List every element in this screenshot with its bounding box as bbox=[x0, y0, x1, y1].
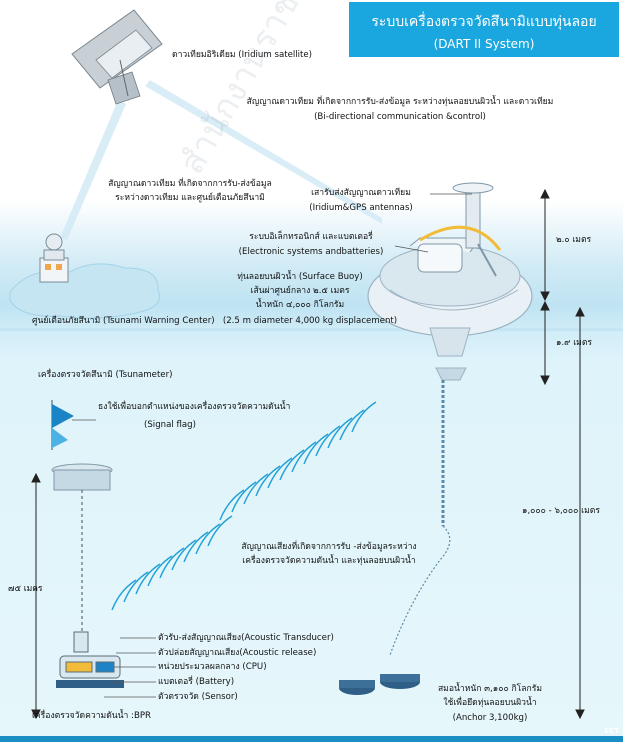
title-banner: ระบบเครื่องตรวจวัดสึนามิแบบทุ่นลอย (DART… bbox=[349, 2, 619, 57]
dimension-bpr-height: ๗๕ เมตร bbox=[8, 584, 43, 594]
label-cpu: หน่วยประมวลผลกลาง (CPU) bbox=[158, 662, 267, 672]
dimension-above-water: ๒.๐ เมตร bbox=[556, 235, 592, 245]
signal-beam-center bbox=[60, 100, 126, 240]
title-english: (DART II System) bbox=[433, 37, 535, 51]
leader-lines bbox=[72, 193, 472, 698]
dimension-below-water: ๑.๙ เมตร bbox=[556, 338, 593, 348]
label-sat-center-2: ระหว่างดาวเทียม และศูนย์เตือนภัยสึนามิ bbox=[115, 193, 265, 203]
anchor-icon bbox=[339, 674, 420, 695]
label-battery: แบตเตอรี่ (Battery) bbox=[158, 677, 235, 687]
label-acoustic-transducer: ตัวรับ-ส่งสัญญาณเสียง(Acoustic Transduce… bbox=[158, 633, 334, 643]
footer-brand: ECT bbox=[604, 727, 619, 735]
footer-bar bbox=[0, 736, 623, 742]
signal-flag-icon bbox=[51, 400, 74, 450]
label-warning-center: ศูนย์เตือนภัยสึนามิ (Tsunami Warning Cen… bbox=[32, 316, 215, 326]
label-surface-buoy-2: เส้นผ่าศูนย์กลาง ๒.๕ เมตร bbox=[250, 286, 350, 296]
acoustic-waves-lower bbox=[111, 515, 233, 611]
label-surface-buoy-3: น้ำหนัก ๔,๐๐๐ กิโลกรัม bbox=[255, 300, 345, 310]
title-thai: ระบบเครื่องตรวจวัดสึนามิแบบทุ่นลอย bbox=[371, 14, 597, 30]
label-bpr: เครื่องตรวจวัดความดันน้ำ :BPR bbox=[32, 711, 152, 721]
label-acoustic-1: สัญญาณเสียงที่เกิดจากการรับ -ส่งข้อมูลระ… bbox=[241, 542, 417, 552]
mooring-line bbox=[389, 525, 451, 656]
signal-beam-buoy bbox=[145, 80, 382, 224]
tsunami-warning-center-island bbox=[9, 233, 160, 319]
sea-surface bbox=[0, 328, 623, 331]
label-tsunameter: เครื่องตรวจวัดสึนามิ (Tsunameter) bbox=[38, 370, 173, 380]
label-iridium-satellite: ดาวเทียมอิริเดียม (Iridium satellite) bbox=[172, 50, 313, 60]
surface-buoy-icon bbox=[367, 182, 533, 526]
label-sensor: ตัวตรวจวัด (Sensor) bbox=[158, 692, 238, 702]
label-acoustic-2: เครื่องตรวจวัดความดันน้ำ และทุ่นลอยบนผิว… bbox=[242, 556, 416, 566]
dimension-arrows bbox=[31, 188, 585, 720]
label-electronics-thai: ระบบอิเล็กทรอนิกส์ และแบตเตอรี่ bbox=[249, 232, 373, 242]
label-flag-english: (Signal flag) bbox=[144, 420, 196, 430]
label-flag-thai: ธงใช้เพื่อบอกตำแหน่งของเครื่องตรวจวัดควา… bbox=[98, 402, 291, 412]
label-electronics-english: (Electronic systems andbatteries) bbox=[238, 247, 384, 257]
label-surface-buoy-1: ทุ่นลอยบนผิวน้ำ (Surface Buoy) bbox=[237, 272, 363, 282]
acoustic-waves-upper bbox=[219, 401, 377, 521]
label-surface-buoy-4: (2.5 m diameter 4,000 kg displacement) bbox=[222, 316, 398, 326]
label-anchor-1: สมอน้ำหนัก ๓,๑๐๐ กิโลกรัม bbox=[437, 684, 543, 694]
label-acoustic-release: ตัวปล่อยสัญญาณเสียง(Acoustic release) bbox=[158, 648, 317, 658]
label-bidirectional-thai: สัญญาณดาวเทียม ที่เกิดจากการรับ-ส่งข้อมู… bbox=[246, 97, 554, 107]
label-sat-center-1: สัญญาณดาวเทียม ที่เกิดจากการรับ-ส่งข้อมู… bbox=[108, 179, 272, 189]
dimension-depth: ๑,๐๐๐ - ๖,๐๐๐ เมตร bbox=[522, 506, 600, 516]
label-anchor-2: ใช้เพื่อยึดทุ่นลอยบนผิวน้ำ bbox=[443, 698, 537, 708]
label-anchor-3: (Anchor 3,100kg) bbox=[452, 713, 528, 723]
iridium-satellite-icon bbox=[71, 9, 163, 105]
tsunameter-float-icon bbox=[51, 463, 113, 632]
label-bidirectional-english: (Bi-directional communication &control) bbox=[314, 112, 486, 122]
bpr-instrument-icon bbox=[56, 631, 124, 688]
label-antenna-thai: เสารับส่งสัญญาณดาวเทียม bbox=[311, 188, 411, 198]
label-antenna-english: (Iridium&GPS antennas) bbox=[309, 203, 413, 213]
